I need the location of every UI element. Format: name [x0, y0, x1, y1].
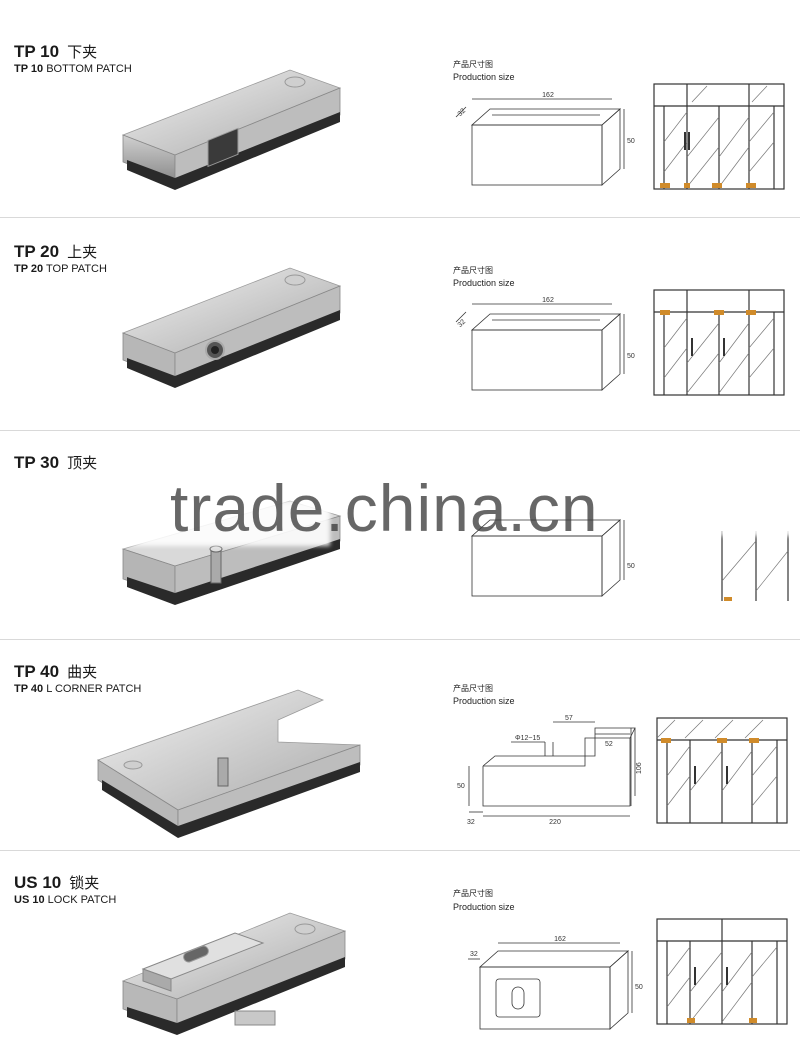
dim-height-label: 50: [627, 353, 635, 360]
size-caption-en: Production size: [453, 696, 515, 706]
product-photo: [121, 69, 342, 190]
product-subtitle: TP 10 BOTTOM PATCH: [14, 63, 132, 76]
product-section-tp40: TP 40 曲夹 TP 40 L CORNER PATCH 产品尺寸图 Produ…: [0, 640, 800, 850]
product-section-tp10: TP 10 下夹 TP 10 BOTTOM PATCH 产品尺寸图 Product…: [0, 0, 800, 218]
product-name-cn: 上夹: [67, 243, 98, 261]
watermark-haze: [120, 501, 330, 546]
product-name-en: BOTTOM PATCH: [46, 63, 132, 75]
dim-width-label: 32: [457, 107, 468, 118]
size-caption-en: Production size: [453, 902, 515, 912]
product-section-tp30: TP 30 顶夹 50: [0, 431, 800, 639]
section-divider: [0, 850, 800, 851]
product-title: TP 20 上夹: [14, 242, 97, 262]
watermark-haze: [720, 496, 795, 536]
dim-height-label: 50: [627, 563, 635, 570]
dim-width-label: 32: [470, 951, 478, 958]
product-code-small: TP 40: [14, 683, 44, 695]
dimension-drawing: 50: [470, 519, 635, 597]
size-caption-en: Production size: [453, 72, 515, 82]
watermark-haze: [0, 471, 120, 516]
product-code: TP 20: [14, 242, 60, 261]
size-caption-cn: 产品尺寸图: [453, 889, 493, 898]
section-divider: [0, 639, 800, 640]
product-title: TP 40 曲夹: [14, 662, 97, 682]
product-title: TP 30 顶夹: [14, 453, 97, 473]
door-installation-diagram: [656, 918, 788, 1025]
dim-right-label: 52: [605, 741, 613, 748]
section-divider: [0, 430, 800, 431]
dimension-drawing: 162 50 32: [468, 936, 643, 1030]
product-code-small: TP 20: [14, 263, 44, 275]
product-photo: [97, 689, 361, 838]
product-code: US 10: [14, 873, 62, 892]
product-code-small: TP 10: [14, 63, 44, 75]
product-name-cn: 顶夹: [67, 454, 98, 472]
dim-top-label: 57: [565, 715, 573, 722]
dim-length-label: 162: [542, 92, 554, 99]
product-code: TP 10: [14, 42, 60, 61]
dim-tall-label: 106: [636, 762, 643, 774]
product-code: TP 40: [14, 662, 60, 681]
dim-length-label: 162: [542, 297, 554, 304]
door-installation-diagram: [721, 531, 789, 601]
product-name-cn: 锁夹: [69, 874, 100, 892]
product-name-cn: 下夹: [67, 43, 98, 61]
product-subtitle: US 10 LOCK PATCH: [14, 894, 116, 907]
dimension-drawing: 162 50 32: [455, 297, 635, 391]
product-code-small: US 10: [14, 894, 45, 906]
watermark-text: trade.china.cn: [170, 471, 599, 545]
size-caption-cn: 产品尺寸图: [453, 60, 493, 69]
product-name-en: TOP PATCH: [46, 263, 107, 275]
dim-height-label: 50: [635, 984, 643, 991]
product-section-us10: US 10 锁夹 US 10 LOCK PATCH 产品尺寸图 Productio…: [0, 851, 800, 1052]
product-subtitle: TP 20 TOP PATCH: [14, 263, 107, 276]
product-section-tp20: TP 20 上夹 TP 20 TOP PATCH 产品尺寸图 Production…: [0, 218, 800, 430]
product-name-cn: 曲夹: [67, 663, 98, 681]
dim-length-label: 220: [549, 819, 561, 826]
dim-left-label: 32: [467, 819, 475, 826]
door-installation-diagram: [653, 83, 785, 190]
dim-length-label: 162: [554, 936, 566, 943]
size-caption-cn: 产品尺寸图: [453, 266, 493, 275]
dimension-drawing: 57 Φ12~15 52 106 50 32 220: [457, 715, 643, 826]
size-caption-cn: 产品尺寸图: [453, 684, 493, 693]
door-installation-diagram: [656, 717, 788, 824]
dim-height-label: 50: [627, 138, 635, 145]
dim-width-label: 32: [457, 318, 468, 329]
product-title: US 10 锁夹: [14, 873, 99, 893]
product-photo: [121, 267, 342, 388]
section-divider: [0, 217, 800, 218]
product-subtitle: TP 40 L CORNER PATCH: [14, 683, 141, 696]
dim-diameter-label: Φ12~15: [515, 735, 540, 742]
product-code: TP 30: [14, 453, 60, 472]
product-title: TP 10 下夹: [14, 42, 97, 62]
door-installation-diagram: [653, 289, 785, 396]
product-name-en: LOCK PATCH: [47, 894, 117, 906]
dimension-drawing: 162 50 32: [455, 92, 635, 186]
product-photo: [121, 912, 347, 1035]
product-name-en: L CORNER PATCH: [46, 683, 142, 695]
dim-height-label: 50: [457, 783, 465, 790]
size-caption-en: Production size: [453, 278, 515, 288]
